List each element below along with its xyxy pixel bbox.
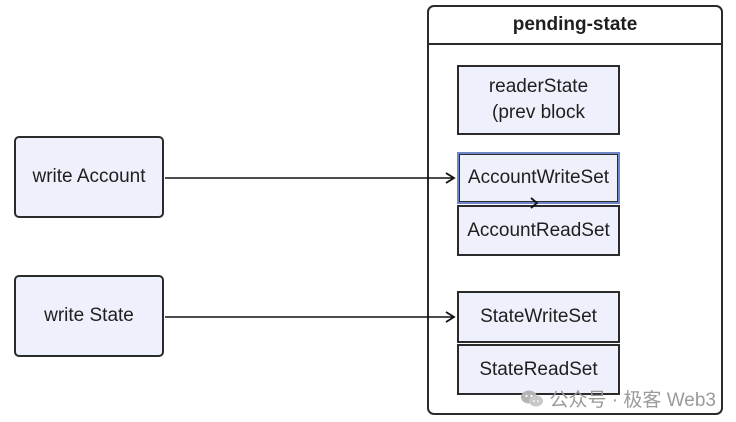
reader-state-label-line2: (prev block xyxy=(492,102,585,123)
state-write-set-node: StateWriteSet xyxy=(457,291,620,343)
account-read-set-node: AccountReadSet xyxy=(457,205,620,256)
account-read-set-label: AccountReadSet xyxy=(467,219,610,241)
state-read-set-label: StateReadSet xyxy=(479,358,598,380)
account-write-set-node: AccountWriteSet xyxy=(457,152,620,204)
small-chevron-icon xyxy=(530,197,539,209)
write-state-node: write State xyxy=(14,275,164,357)
reader-state-label-line1: readerState xyxy=(488,76,589,98)
state-write-set-label: StateWriteSet xyxy=(480,306,597,328)
watermark: 公众号 · 极客 Web3 xyxy=(520,385,716,412)
watermark-text: 公众号 · 极客 Web3 xyxy=(549,390,716,411)
pending-state-title: pending-state xyxy=(429,7,721,45)
account-write-set-label: AccountWriteSet xyxy=(467,167,610,189)
reader-state-node: readerState (prev block xyxy=(457,65,620,135)
write-account-node: write Account xyxy=(14,136,164,218)
write-account-label: write Account xyxy=(32,166,146,188)
wechat-icon xyxy=(520,390,543,406)
write-state-label: write State xyxy=(44,305,134,327)
state-read-set-node: StateReadSet xyxy=(457,344,620,395)
